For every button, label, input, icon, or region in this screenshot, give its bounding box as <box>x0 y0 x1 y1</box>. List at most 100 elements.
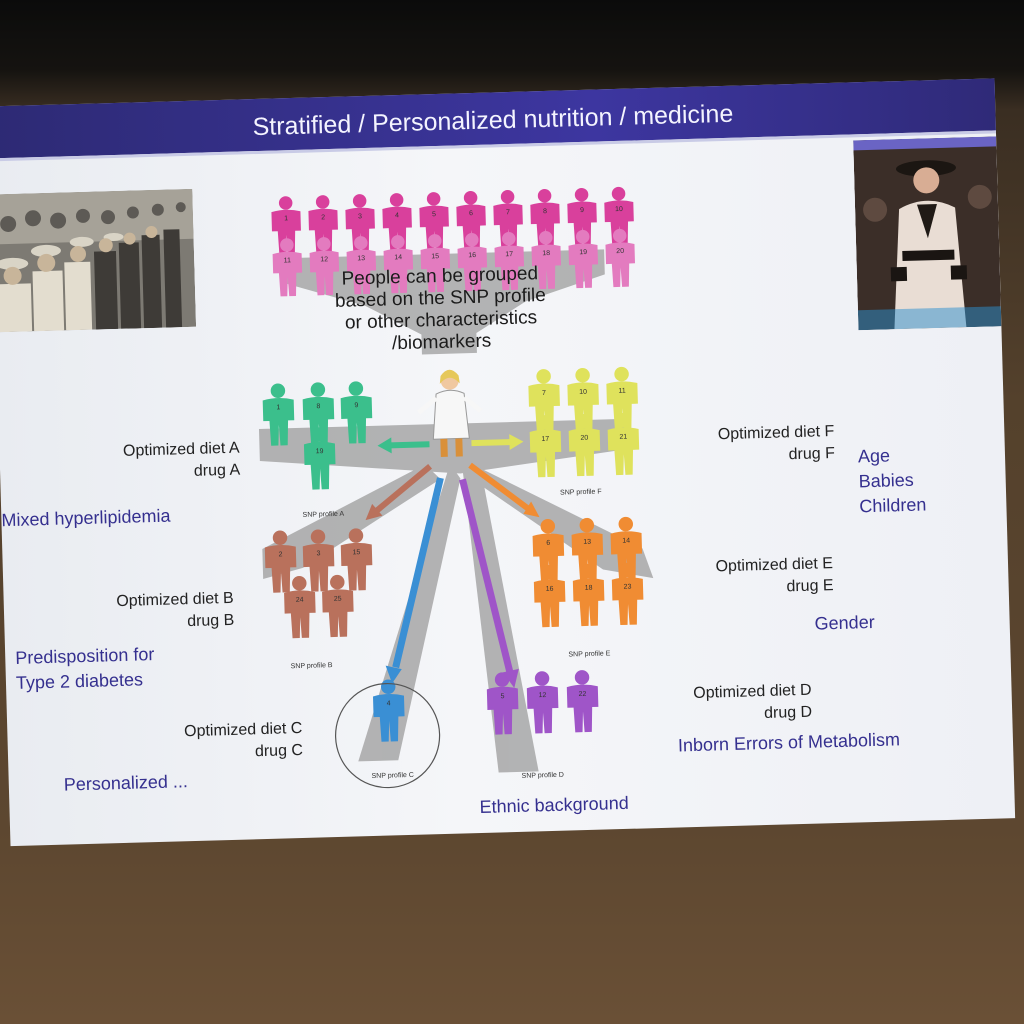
arrow-to-a <box>377 437 430 454</box>
doctor-figure <box>416 369 483 457</box>
group-e-figure: 16 <box>533 565 566 628</box>
group-e-figure: 14 <box>610 516 643 580</box>
arrow-to-e <box>468 462 540 518</box>
drug-e: drug E <box>786 577 834 596</box>
condition-gender: Gender <box>814 611 875 634</box>
arrow-to-f <box>471 434 524 451</box>
group-a-figure: 19 <box>303 427 336 490</box>
group-f-figure: 20 <box>568 413 601 477</box>
group-f-figure: 17 <box>529 415 562 478</box>
drug-f: drug F <box>788 444 836 464</box>
population-figure: 16 <box>457 233 488 292</box>
figure-number: 14 <box>622 538 630 545</box>
figure-number: 8 <box>543 208 547 215</box>
group-a-label: Optimized diet A drug A <box>99 438 241 486</box>
group-f-figure: 11 <box>606 366 638 430</box>
figure-number: 14 <box>394 254 402 261</box>
population-figure: 20 <box>605 228 635 288</box>
figure-number: 19 <box>316 448 324 455</box>
population-figure: 19 <box>568 229 599 289</box>
snp-label-d: SNP profile D <box>522 772 564 780</box>
condition-predisposition: Predisposition for Type 2 diabetes <box>15 642 155 696</box>
group-a-figure: 1 <box>262 383 295 446</box>
group-b-label: Optimized diet B drug B <box>93 588 234 636</box>
figure-number: 22 <box>579 691 587 698</box>
condition-ethnic: Ethnic background <box>479 792 629 818</box>
group-e-figure: 13 <box>571 517 604 581</box>
condition-line: Babies <box>858 469 914 492</box>
figure-number: 20 <box>580 435 588 442</box>
drug-c: drug C <box>254 741 304 761</box>
drug-d: drug D <box>763 703 813 723</box>
figure-number: 4 <box>387 700 391 707</box>
figure-number: 15 <box>431 253 439 260</box>
condition-line: Predisposition for <box>14 644 155 668</box>
population-figure: 9 <box>567 187 597 247</box>
figure-number: 10 <box>615 206 623 213</box>
group-b-figure: 15 <box>340 528 373 591</box>
snp-label-a: SNP profile A <box>303 511 345 519</box>
group-a-figure: 9 <box>340 381 373 444</box>
population-figure: 1 <box>271 196 301 255</box>
figure-number: 6 <box>546 540 550 547</box>
snp-label-e: SNP profile E <box>568 650 610 658</box>
population-figure: 3 <box>345 194 375 253</box>
condition-line: Age <box>857 445 891 467</box>
group-b-figure: 25 <box>322 574 354 638</box>
arrow-to-d <box>459 478 519 689</box>
figure-number: 18 <box>542 250 550 257</box>
group-d-label: Optimized diet D drug D <box>661 680 812 728</box>
group-b-figure: 3 <box>302 529 335 592</box>
figure-number: 9 <box>354 402 358 409</box>
drug-b: drug B <box>186 611 235 631</box>
condition-age: Age Babies Children <box>858 442 927 519</box>
condition-line: Children <box>859 494 927 517</box>
figure-number: 4 <box>395 212 399 219</box>
figure-number: 9 <box>580 207 584 214</box>
figure-number: 17 <box>505 251 513 258</box>
population-figure: 2 <box>308 195 338 254</box>
population-figure: 15 <box>420 234 451 293</box>
figure-number: 15 <box>352 549 360 556</box>
presentation-slide: Stratified / Personalized nutrition / me… <box>0 78 1024 847</box>
population-figure: 11 <box>272 238 303 297</box>
population-figure: 18 <box>531 230 562 290</box>
figure-number: 20 <box>616 248 624 255</box>
figure-number: 3 <box>358 213 362 220</box>
figure-number: 1 <box>276 404 280 411</box>
colored-arrows <box>365 434 540 689</box>
figure-number: 21 <box>619 434 627 441</box>
group-e-figure: 6 <box>532 519 565 582</box>
crowd-photo <box>0 188 197 333</box>
group-e-label: Optimized diet E drug E <box>683 553 834 601</box>
group-f-figure: 21 <box>607 412 640 476</box>
figure-number: 13 <box>357 255 365 262</box>
figure-number: 16 <box>468 252 476 259</box>
snp-label-f: SNP profile F <box>560 489 602 497</box>
group-d-figure: 12 <box>526 671 559 734</box>
figure-number: 3 <box>316 550 320 557</box>
population-figure: 14 <box>383 235 414 294</box>
figure-number: 8 <box>316 403 320 410</box>
arrow-to-b <box>365 463 433 521</box>
figure-number: 17 <box>541 436 549 443</box>
group-a-figures: 1 8 9 19 <box>262 381 373 490</box>
group-f-figure: 7 <box>528 369 560 432</box>
figure-number: 12 <box>539 692 547 699</box>
grouping-caption: People can be grouped based on the SNP p… <box>295 262 587 358</box>
group-f-figure: 10 <box>567 367 599 431</box>
figure-number: 11 <box>618 388 626 395</box>
group-e-figure: 23 <box>611 562 644 626</box>
group-c-highlight-circle <box>334 682 441 789</box>
figure-number: 19 <box>579 249 587 256</box>
population-figure: 10 <box>604 186 634 246</box>
figure-number: 16 <box>546 586 554 593</box>
population-figure: 17 <box>494 232 525 291</box>
figure-number: 7 <box>506 209 510 216</box>
drug-a: drug A <box>193 461 241 480</box>
population-figure: 12 <box>309 237 340 296</box>
